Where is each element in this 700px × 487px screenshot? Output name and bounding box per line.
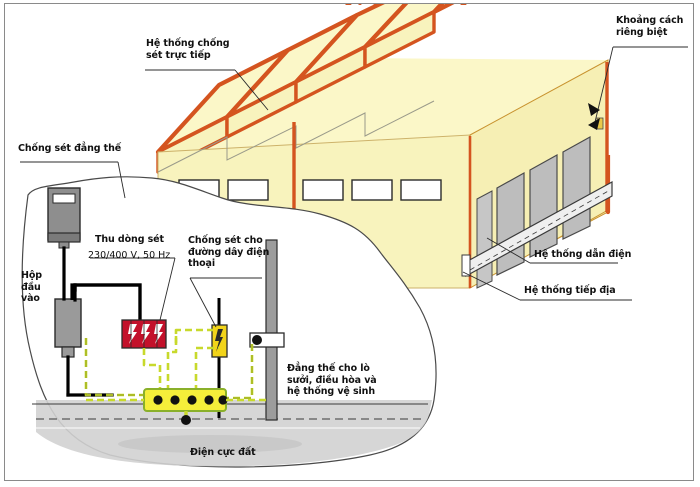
label-input-box: Hộp đầu vào	[21, 270, 42, 304]
service-riser-pipe	[265, 239, 278, 421]
power-busbar-run	[70, 283, 142, 322]
diagram-border	[4, 3, 694, 481]
service-entry-meter	[47, 187, 81, 249]
label-surge-collector: Thu dòng sét	[95, 234, 164, 245]
label-telecom-surge-protection: Chống sét cho đường dây điện thoại	[188, 235, 270, 269]
equipotential-bonding-bar	[86, 388, 268, 412]
pipe-bonding-clamp	[249, 332, 285, 348]
label-separation-distance: Khoảng cách riêng biệt	[616, 15, 684, 38]
label-services-bonding: Đẳng thế cho lò sưởi, điều hòa và hệ thố…	[287, 363, 377, 397]
label-earth-electrode: Điện cực đất	[190, 447, 256, 458]
input-box-enclosure	[54, 298, 82, 358]
telecom-surge-protector	[211, 324, 228, 358]
soil-band	[32, 400, 432, 467]
label-earthing-system: Hệ thống tiếp địa	[524, 285, 616, 296]
label-down-conductor-system: Hệ thống dẫn điện	[534, 249, 632, 260]
facade-windows	[178, 179, 442, 201]
power-surge-protector	[121, 319, 167, 349]
earthing-down-conductor	[181, 411, 191, 425]
building-end-wall-panels	[469, 59, 609, 289]
label-direct-lightning-protection: Hệ thống chống sét trực tiếp	[146, 38, 230, 61]
label-equipotential-bonding: Chống sét đẳng thế	[18, 143, 122, 154]
separation-distance-arrows	[588, 103, 600, 130]
label-voltage-rating: 230/400 V, 50 Hz	[88, 250, 171, 261]
leader-lines	[20, 46, 688, 328]
earthing-ring-conductor	[461, 180, 613, 278]
